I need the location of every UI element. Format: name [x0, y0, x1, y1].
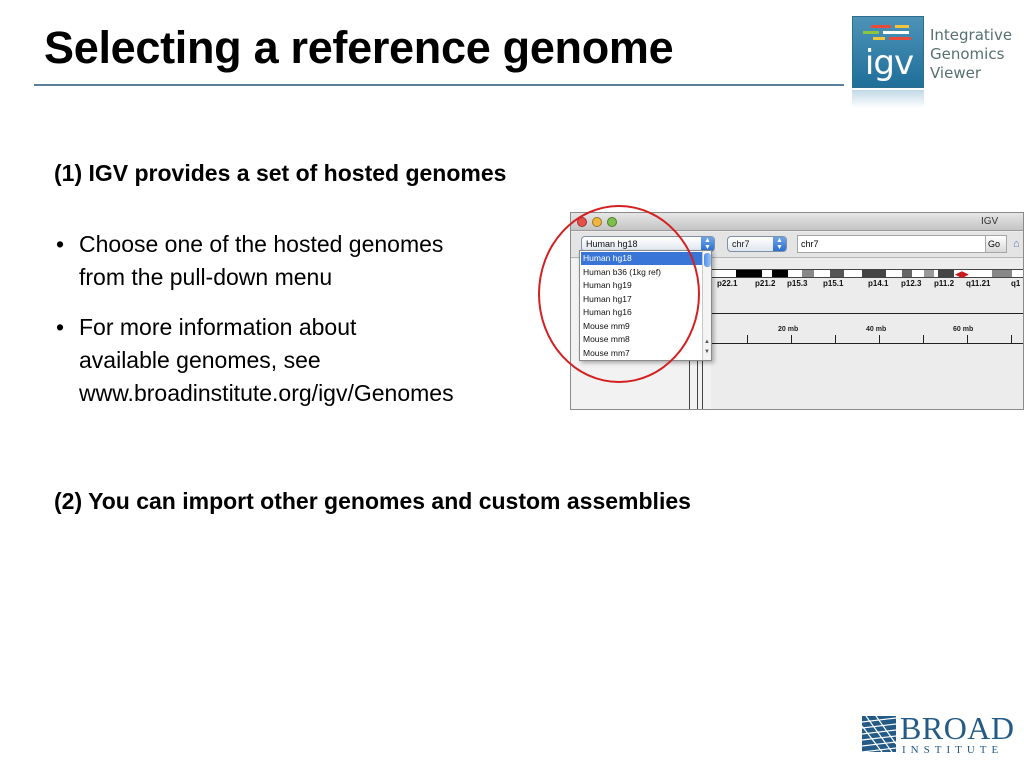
broad-mark-icon: [862, 716, 896, 752]
section-heading-1: (1) IGV provides a set of hosted genomes: [54, 160, 507, 186]
bullet-line: For more information about: [79, 314, 357, 340]
bullet-item: • For more information about available g…: [56, 311, 556, 410]
ruler-tick: [879, 335, 880, 343]
chromosome-select-value: chr7: [732, 239, 750, 249]
igv-logo: igv Integrative Genomics Viewer: [852, 16, 1020, 108]
section-heading-2: (2) You can import other genomes and cus…: [54, 488, 691, 514]
band-label: q1: [1011, 279, 1021, 288]
band-label: q11.21: [966, 279, 991, 288]
igv-logo-bars: [861, 25, 917, 43]
select-arrows-icon: ▲▼: [701, 237, 714, 251]
bullet-item: • Choose one of the hosted genomes from …: [56, 228, 556, 294]
ruler-tick: [1011, 335, 1012, 343]
broad-institute-text: INSTITUTE: [902, 744, 1004, 756]
ruler-line: [701, 313, 1023, 314]
bullet-marker: •: [56, 231, 65, 257]
igv-logo-box: igv: [852, 16, 924, 88]
igv-logo-name: Integrative Genomics Viewer: [930, 26, 1012, 83]
ruler-tick: [791, 335, 792, 343]
bullet-marker: •: [56, 314, 65, 340]
band-label: p21.2: [755, 279, 776, 288]
band-label: p11.2: [934, 279, 955, 288]
igv-logo-reflection: [852, 90, 924, 108]
band-label: p15.3: [787, 279, 808, 288]
bullet-line: from the pull-down menu: [79, 264, 333, 290]
igv-name-line: Viewer: [930, 64, 981, 82]
scroll-down-arrow-icon[interactable]: ▼: [704, 349, 710, 355]
chromosome-select[interactable]: chr7 ▲▼: [727, 236, 787, 252]
window-title: IGV: [981, 216, 999, 227]
dropdown-scrollbar[interactable]: ▲ ▼: [702, 251, 711, 360]
band-label: p15.1: [823, 279, 844, 288]
igv-name-line: Genomics: [930, 45, 1005, 63]
slide-title: Selecting a reference genome: [44, 22, 674, 73]
scroll-up-arrow-icon[interactable]: ▲: [704, 339, 710, 345]
highlight-circle: [538, 205, 700, 383]
band-label: p22.1: [717, 279, 738, 288]
title-rule: [34, 84, 844, 86]
scrollbar-thumb[interactable]: [704, 253, 711, 267]
bullet-line: Choose one of the hosted genomes: [79, 231, 444, 257]
select-arrows-icon: ▲▼: [773, 237, 786, 251]
broad-wordmark: BROAD: [900, 710, 1015, 746]
ruler-label: 60 mb: [953, 326, 974, 333]
ruler-tick: [967, 335, 968, 343]
locus-input[interactable]: chr7: [797, 235, 987, 253]
centromere-marker: ◀▶: [955, 269, 969, 279]
chromosome-ideogram[interactable]: [711, 269, 1023, 278]
bullet-line: www.broadinstitute.org/igv/Genomes: [79, 380, 454, 406]
broad-institute-logo: BROAD INSTITUTE: [858, 710, 1015, 756]
ruler-label: 20 mb: [778, 326, 799, 333]
band-label: p14.1: [868, 279, 889, 288]
ruler-base: [701, 343, 1023, 344]
igv-logo-text: igv: [864, 43, 914, 83]
bullet-line: available genomes, see: [79, 347, 321, 373]
ruler-label: 40 mb: [866, 326, 887, 333]
bullet-list: • Choose one of the hosted genomes from …: [56, 228, 556, 427]
ruler-tick: [747, 335, 748, 343]
go-button[interactable]: Go: [985, 235, 1007, 253]
band-label: p12.3: [901, 279, 922, 288]
ruler-tick: [923, 335, 924, 343]
igv-name-line: Integrative: [930, 26, 1013, 44]
ruler-tick: [835, 335, 836, 343]
home-icon[interactable]: ⌂: [1013, 238, 1020, 250]
